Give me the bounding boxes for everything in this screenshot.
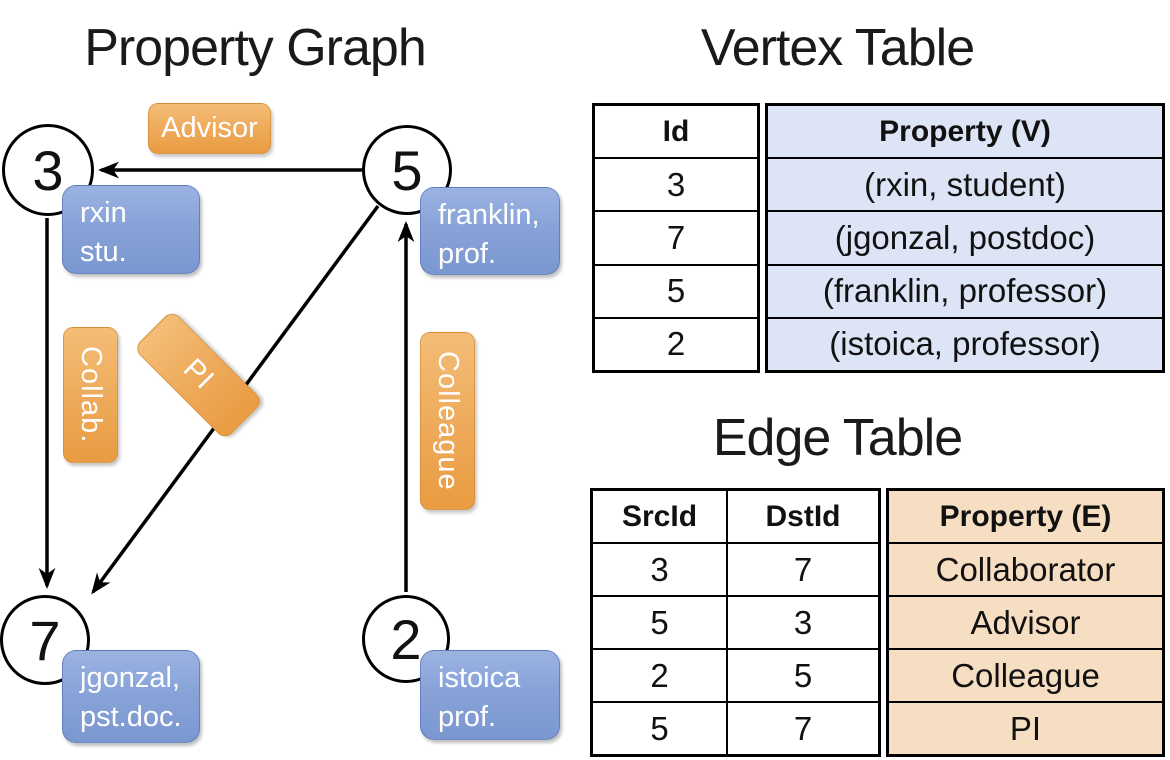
vertex-label-rxin-line2: stu. [80,236,127,269]
table-row: 7 [595,210,757,263]
vertex-table-property-column: Property (V) (rxin, student) (jgonzal, p… [765,103,1165,373]
edge-property-cell: Collaborator [889,544,1162,595]
edge-dst-cell: 3 [726,597,878,648]
vertex-label-franklin: franklin, prof. [420,187,560,275]
vertex-label-jgonzal-line2: pst.doc. [80,701,182,734]
edge-label-collab-text: Collab. [75,346,107,444]
table-row: (istoica, professor) [768,316,1162,371]
edge-dst-cell: 7 [726,544,878,595]
edge-table-title: Edge Table [712,409,963,467]
vertex-id-cell: 3 [666,165,686,203]
vertex-property-cell: (istoica, professor) [768,318,1162,371]
vertex-label-rxin: rxin stu. [62,185,200,274]
edge-property-cell: Advisor [889,597,1162,648]
vertex-table-header-property: Property (V) [768,106,1162,158]
vertex-table-title: Vertex Table [700,19,975,77]
edge-table-header-property: Property (E) [889,491,1162,542]
table-row: 3 7 [593,542,878,595]
table-row: (rxin, student) [768,157,1162,211]
table-row: 2 5 [593,648,878,701]
edge-dst-cell: 7 [726,703,878,754]
vertex-label-istoica: istoica prof. [420,650,560,740]
table-row: Colleague [889,648,1162,701]
node-7-id: 7 [29,608,61,672]
edge-label-pi-text: PI [177,352,221,397]
edge-src-cell: 2 [650,656,669,694]
edge-label-colleague: Colleague [420,332,475,510]
vertex-id-cell: 7 [666,219,686,256]
vertex-property-cell: (jgonzal, postdoc) [768,212,1162,264]
edge-property-cell: Colleague [889,650,1162,701]
vertex-property-cell: (franklin, professor) [768,265,1162,317]
graph-node-5: 5 [362,125,452,215]
vertex-table-header-id: Id [662,114,690,148]
table-row: 5 [595,263,757,317]
table-row: 3 [595,157,757,210]
graph-node-3: 3 [2,124,94,216]
vertex-label-franklin-line2: prof. [438,238,497,271]
vertex-label-istoica-line1: istoica [438,662,521,694]
vertex-label-jgonzal-line1: jgonzal, [80,662,180,694]
edge-table-property-column: Property (E) Collaborator Advisor Collea… [886,488,1165,757]
edge-table-header-dstid: DstId [726,491,878,542]
vertex-label-franklin-line1: franklin, [438,199,540,231]
vertex-id-cell: 5 [666,272,686,310]
edge-src-cell: 5 [650,709,669,747]
edge-table-header-srcid: SrcId [621,499,698,533]
property-graph-title: Property Graph [84,19,427,77]
edge-table-src-dst-columns: SrcId DstId 3 7 5 3 2 5 5 7 [590,488,881,757]
edge-property-cell: PI [889,703,1162,754]
table-row: 5 7 [593,701,878,754]
edge-dst-cell: 5 [726,650,878,701]
table-row: Advisor [889,595,1162,648]
edge-label-colleague-text: Colleague [432,351,464,491]
vertex-table-id-column: Id 3 7 5 2 [592,103,760,373]
table-row: 5 3 [593,595,878,648]
table-row: PI [889,701,1162,754]
vertex-label-jgonzal: jgonzal, pst.doc. [62,650,200,743]
table-row: Collaborator [889,542,1162,595]
table-row: (jgonzal, postdoc) [768,210,1162,264]
vertex-label-istoica-line2: prof. [438,701,497,734]
edge-label-advisor-text: Advisor [161,112,258,144]
edge-label-advisor: Advisor [148,103,271,154]
node-2-id: 2 [390,607,422,671]
edge-src-cell: 5 [650,603,669,641]
vertex-label-rxin-line1: rxin [80,197,127,229]
edge-src-cell: 3 [650,550,669,588]
table-row: 2 [595,316,757,370]
node-5-id: 5 [391,138,423,202]
vertex-id-cell: 2 [666,325,686,363]
edge-label-collab: Collab. [63,327,118,463]
vertex-property-cell: (rxin, student) [768,159,1162,211]
node-3-id: 3 [32,138,64,202]
edge-label-pi: PI [133,309,264,441]
table-row: (franklin, professor) [768,263,1162,317]
